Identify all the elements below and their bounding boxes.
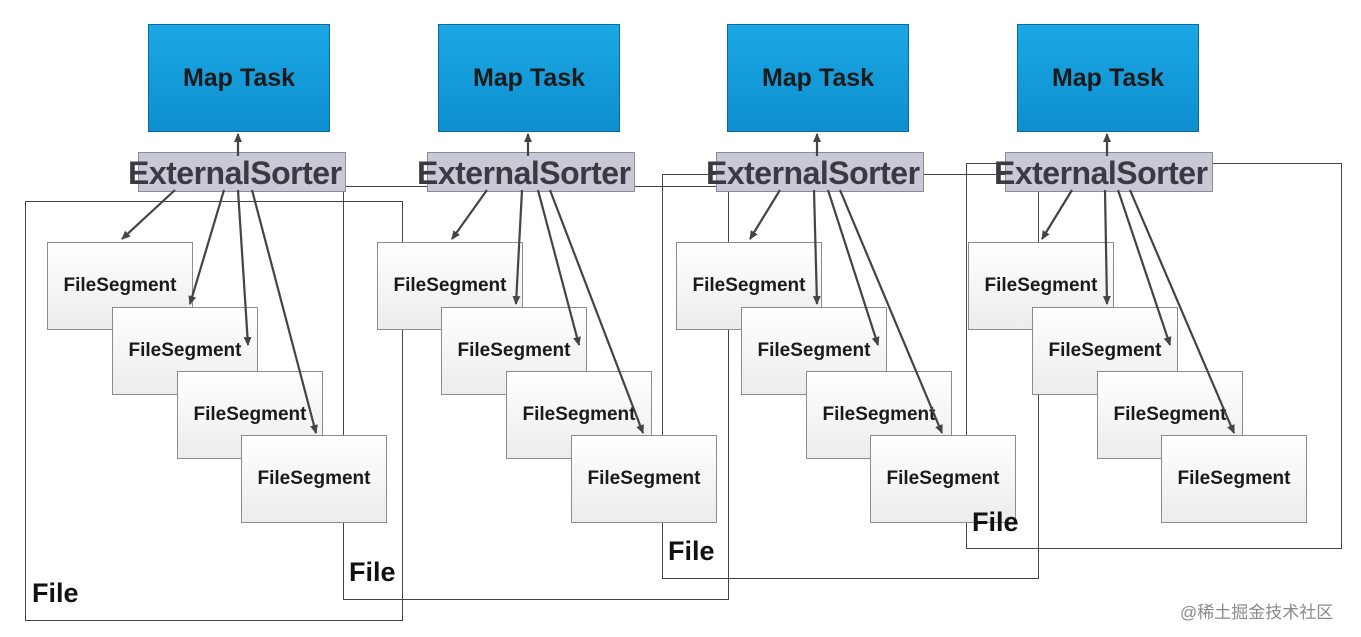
map-task-3: Map Task <box>727 24 909 132</box>
map-task-4: Map Task <box>1017 24 1199 132</box>
external-sorter-label-4: ExternalSorter <box>994 155 1208 191</box>
map-task-2: Map Task <box>438 24 620 132</box>
file-label-2: File <box>349 557 396 587</box>
file-label-4: File <box>972 507 1019 537</box>
external-sorter-label-2: ExternalSorter <box>417 155 631 191</box>
file-segment-4-4: FileSegment <box>1161 435 1307 523</box>
external-sorter-box-2 <box>427 152 635 192</box>
file-label-1: File <box>32 578 79 608</box>
external-sorter-label-1: ExternalSorter <box>128 155 342 191</box>
watermark: @稀土掘金技术社区 <box>1180 603 1334 622</box>
external-sorter-box-3 <box>716 152 924 192</box>
file-label-3: File <box>668 536 715 566</box>
file-segment-3-4: FileSegment <box>870 435 1016 523</box>
map-task-1: Map Task <box>148 24 330 132</box>
file-segment-1-4: FileSegment <box>241 435 387 523</box>
external-sorter-box-1 <box>138 152 346 192</box>
file-segment-2-4: FileSegment <box>571 435 717 523</box>
external-sorter-box-4 <box>1005 152 1213 192</box>
external-sorter-label-3: ExternalSorter <box>706 155 920 191</box>
